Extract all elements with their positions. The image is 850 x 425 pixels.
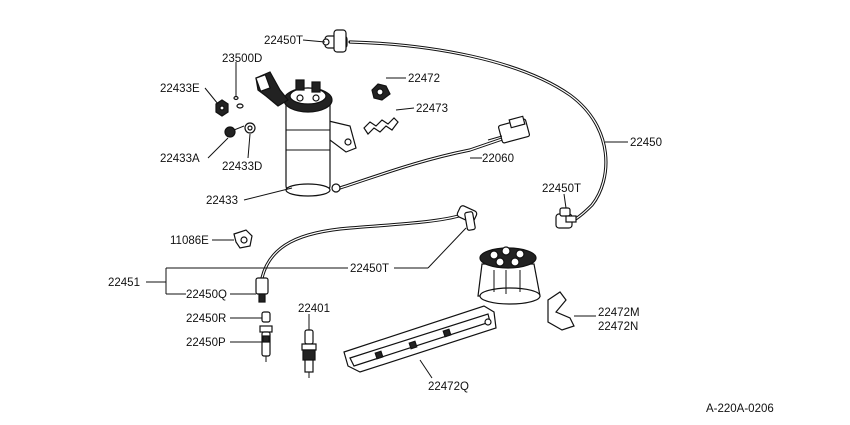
plug-cap-right [555, 207, 577, 229]
label-22433A: 22433A [160, 153, 200, 165]
label-22060: 22060 [482, 153, 514, 165]
ht-cable-22450T-mid [260, 213, 464, 280]
label-22433E: 22433E [160, 83, 200, 95]
plug-cap-mid [456, 205, 478, 231]
ignition-coil [255, 71, 357, 197]
label-22473: 22473 [416, 103, 448, 115]
spark-plug-22401 [301, 329, 317, 378]
label-22450T-mid: 22450T [350, 263, 389, 275]
label-22472N: 22472N [598, 321, 638, 333]
label-22450: 22450 [630, 137, 662, 149]
label-22472: 22472 [408, 73, 440, 85]
cover-22472Q [343, 305, 497, 373]
diagram-code: A-220A-0206 [706, 403, 774, 415]
label-22472Q: 22472Q [428, 381, 469, 393]
bolt-22433A [224, 125, 245, 138]
label-22433D: 22433D [222, 161, 262, 173]
label-11086E: 11086E [170, 235, 209, 247]
label-22450Q: 22450Q [186, 289, 227, 301]
label-22450R: 22450R [186, 313, 226, 325]
clip-22472M [547, 291, 575, 331]
cable-22060 [338, 136, 507, 190]
washer-23500D [233, 95, 244, 109]
leader-lines [146, 39, 628, 379]
plug-cap-top [322, 29, 348, 53]
clip-22472 [371, 83, 391, 101]
ht-cable-22450 [348, 40, 608, 224]
washer-22433D [244, 122, 256, 134]
label-22401: 22401 [298, 303, 330, 315]
terminal-22450Q [255, 277, 269, 303]
label-22451: 22451 [108, 277, 140, 289]
label-22472M: 22472M [598, 307, 640, 319]
boot-22450P [259, 325, 273, 362]
bracket-22473 [363, 117, 399, 135]
clip-11086E [233, 229, 253, 249]
nut-22433E [215, 99, 229, 117]
distributor-cap [477, 246, 541, 305]
label-22433: 22433 [206, 195, 238, 207]
label-22450T-top: 22450T [264, 35, 303, 47]
spring-22450R [261, 311, 271, 323]
label-22450T-right: 22450T [542, 183, 581, 195]
connector-22060 [487, 115, 531, 144]
label-23500D: 23500D [222, 53, 262, 65]
label-22450P: 22450P [186, 337, 226, 349]
